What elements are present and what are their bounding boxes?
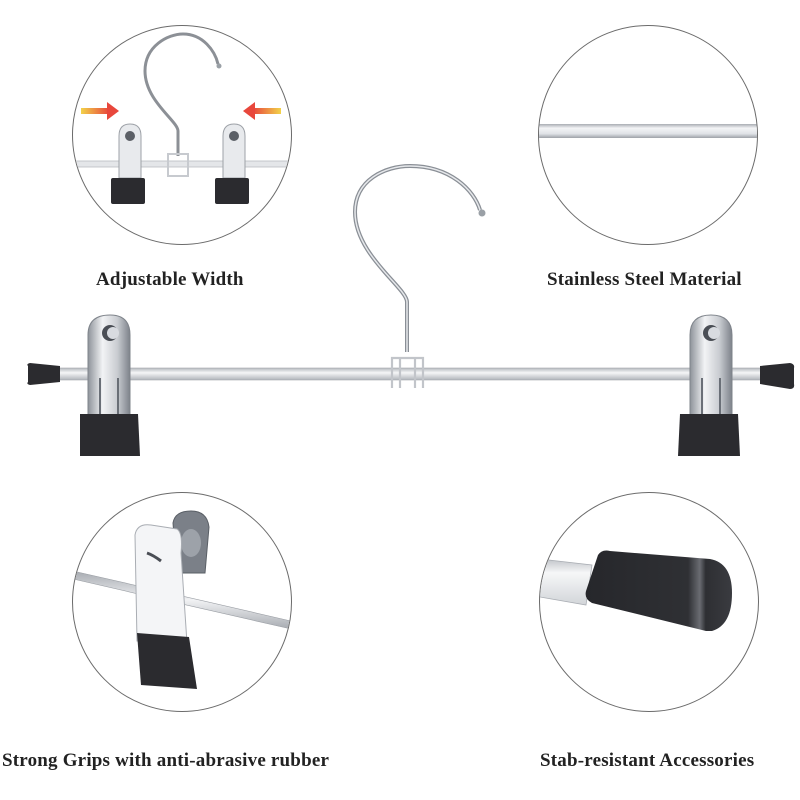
arrow-left-icon [243, 102, 281, 120]
steel-rod-illustration [539, 124, 757, 138]
strong-grips-circle [72, 492, 292, 712]
feature-label-stainless-steel: Stainless Steel Material [547, 269, 742, 290]
left-end-cap [27, 363, 60, 385]
feature-label-stab-resistant: Stab-resistant Accessories [540, 750, 755, 771]
left-clip [80, 314, 140, 456]
right-end-cap [760, 363, 795, 389]
adjustable-width-illustration [73, 32, 291, 204]
clip-grip-illustration [73, 510, 291, 689]
adjustable-width-circle [72, 25, 292, 245]
rubber-end-cap-illustration [540, 550, 732, 631]
steel-material-circle [538, 25, 758, 245]
stab-resistant-circle [539, 492, 759, 712]
feature-label-adjustable-width: Adjustable Width [96, 269, 244, 290]
right-clip [678, 314, 740, 456]
trouser-hanger-illustration [27, 163, 795, 456]
hanger-rod [54, 367, 766, 381]
arrow-right-icon [81, 102, 119, 120]
feature-label-strong-grips: Strong Grips with anti-abrasive rubber [2, 750, 330, 771]
